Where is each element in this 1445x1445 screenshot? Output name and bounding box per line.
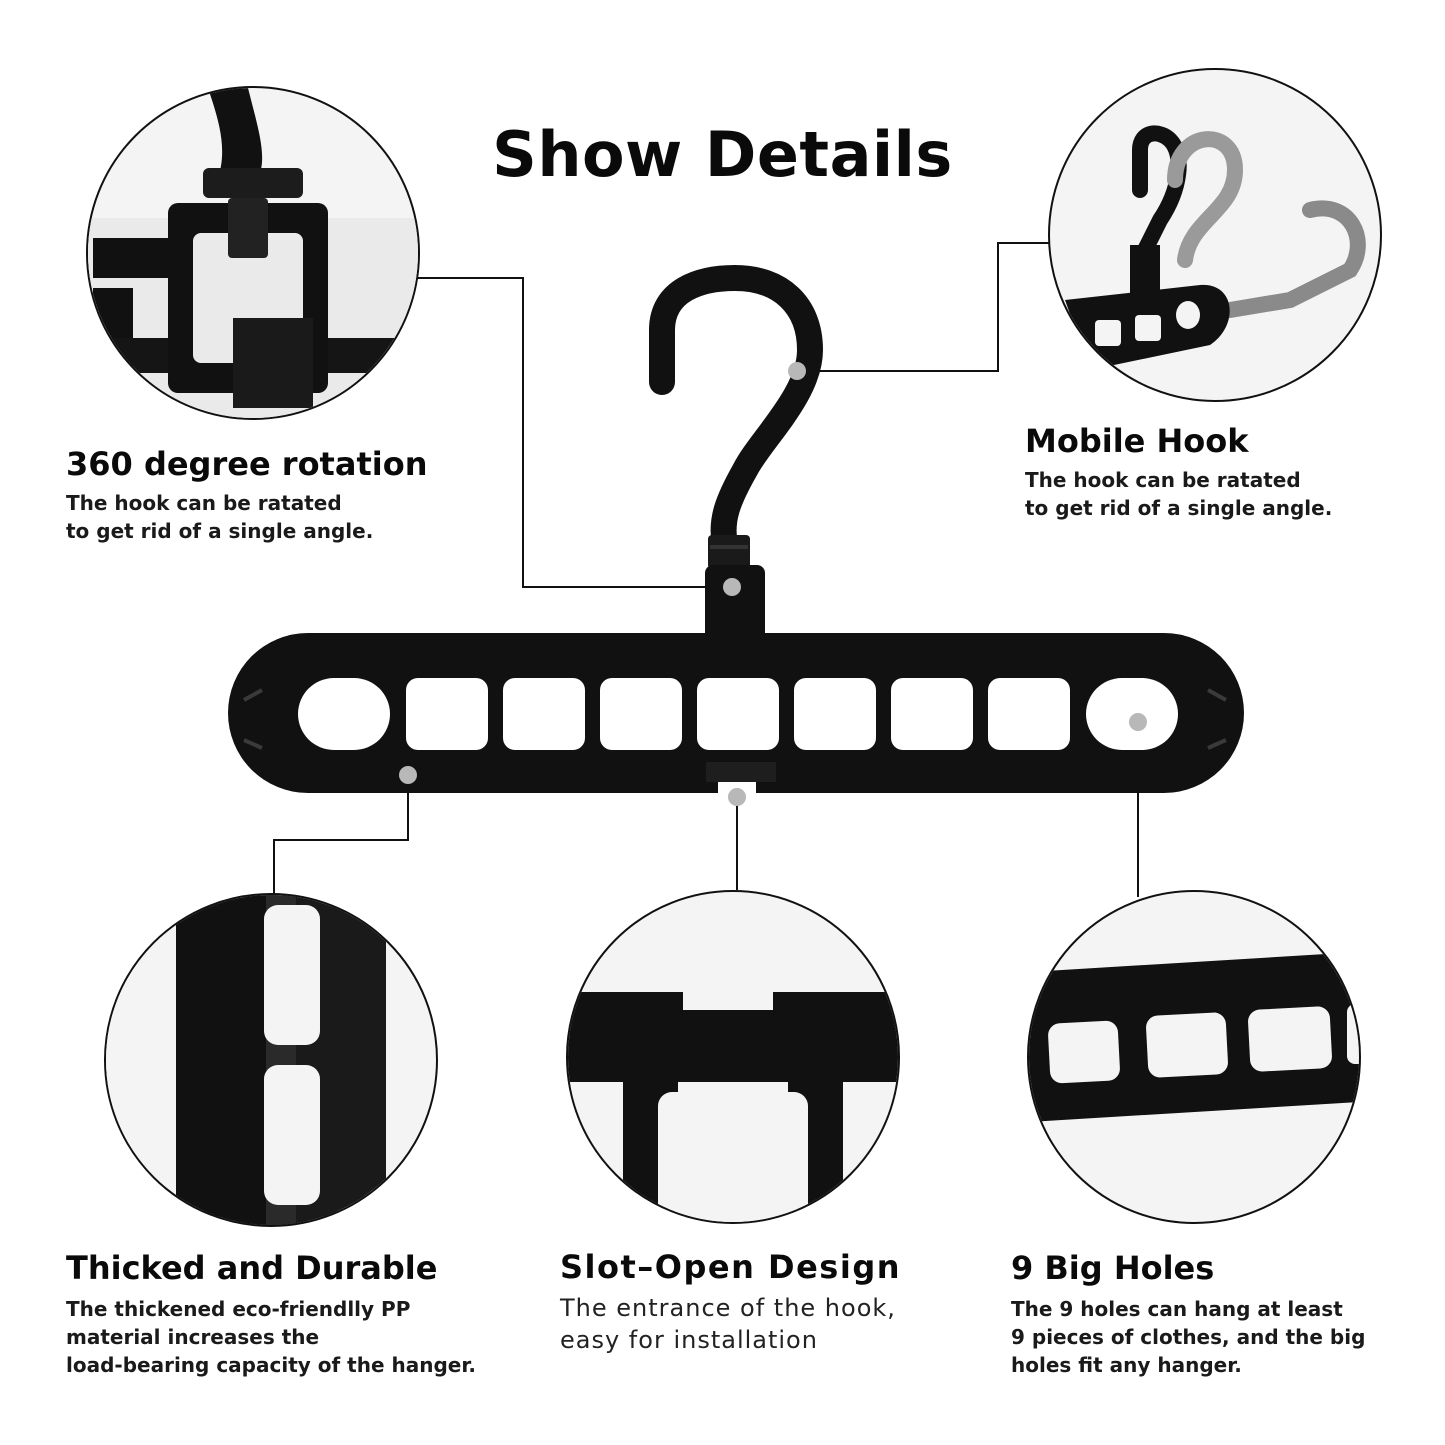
feature-rotation: 360 degree rotation The hook can be rata… (66, 445, 427, 545)
thick-frame-icon (106, 895, 386, 1225)
connector-durable-horizontal (273, 839, 409, 841)
connector-durable (407, 775, 409, 841)
connector-mobile-hook-horizontal (797, 370, 999, 372)
connector-holes (1137, 722, 1139, 897)
feature-rotation-line-2: to get rid of a single angle. (66, 519, 374, 543)
swivel-joint-icon (88, 88, 418, 418)
swivel-collar (708, 535, 750, 569)
feature-holes-line-1: The 9 holes can hang at least (1011, 1297, 1343, 1321)
feature-slot: Slot–Open Design The entrance of the hoo… (560, 1248, 901, 1356)
hanger-hole-1 (298, 678, 390, 750)
hanger-holes-icon (1029, 952, 1359, 1122)
connector-mobile-hook (997, 242, 1052, 244)
hanger-hole-2 (406, 678, 488, 750)
detail-slot-circle (566, 890, 900, 1224)
detail-holes-circle (1027, 890, 1361, 1224)
hanger-hole-7 (891, 678, 973, 750)
callout-dot-durable (399, 766, 417, 784)
feature-durable-desc: The thickened eco-friendlly PP material … (66, 1295, 476, 1379)
feature-mobile-hook-line-2: to get rid of a single angle. (1025, 496, 1333, 520)
feature-durable-line-3: load-bearing capacity of the hanger. (66, 1353, 476, 1377)
feature-durable-title: Thicked and Durable (66, 1249, 438, 1287)
feature-holes-line-2: 9 pieces of clothes, and the big (1011, 1325, 1366, 1349)
connector-rotation-vertical (522, 277, 524, 588)
connector-rotation (418, 277, 524, 279)
feature-slot-line-2: easy for installation (560, 1326, 818, 1354)
feature-mobile-hook-line-1: The hook can be ratated (1025, 468, 1301, 492)
detail-rotation-circle (86, 86, 420, 420)
feature-slot-desc: The entrance of the hook, easy for insta… (560, 1292, 901, 1356)
hook-icon (649, 264, 824, 558)
feature-holes-title: 9 Big Holes (1011, 1249, 1215, 1287)
feature-durable-line-1: The thickened eco-friendlly PP (66, 1297, 411, 1321)
feature-holes: 9 Big Holes The 9 holes can hang at leas… (1011, 1249, 1365, 1379)
page-title: Show Details (492, 118, 953, 191)
feature-mobile-hook: Mobile Hook The hook can be ratated to g… (1025, 422, 1332, 522)
hanger-hole-4 (600, 678, 682, 750)
feature-rotation-desc: The hook can be ratated to get rid of a … (66, 489, 427, 545)
hanger-hole-5 (697, 678, 779, 750)
connector-durable-vertical (273, 839, 275, 894)
feature-mobile-hook-desc: The hook can be ratated to get rid of a … (1025, 466, 1332, 522)
connector-mobile-hook-vertical (997, 242, 999, 372)
hanger-hole-3 (503, 678, 585, 750)
feature-durable-line-2: material increases the (66, 1325, 320, 1349)
feature-rotation-line-1: The hook can be ratated (66, 491, 342, 515)
feature-rotation-title: 360 degree rotation (66, 445, 428, 483)
slot-opening-icon (568, 992, 898, 1222)
feature-slot-line-1: The entrance of the hook, (560, 1294, 896, 1322)
feature-mobile-hook-title: Mobile Hook (1025, 422, 1249, 460)
detail-mobile-hook-circle (1048, 68, 1382, 402)
detail-durable-circle (104, 893, 438, 1227)
hanger-hole-6 (794, 678, 876, 750)
connector-slot (736, 797, 738, 890)
feature-durable: Thicked and Durable The thickened eco-fr… (66, 1249, 476, 1379)
callout-dot-holes (1129, 713, 1147, 731)
rotating-hook-icon (1065, 125, 1366, 370)
callout-dot-mobile-hook (788, 362, 806, 380)
hanger-hole-8 (988, 678, 1070, 750)
callout-dot-slot (728, 788, 746, 806)
callout-dot-rotation (723, 578, 741, 596)
feature-slot-title: Slot–Open Design (560, 1248, 901, 1286)
feature-holes-desc: The 9 holes can hang at least 9 pieces o… (1011, 1295, 1365, 1379)
feature-holes-line-3: holes fit any hanger. (1011, 1353, 1242, 1377)
connector-rotation-horizontal (522, 586, 732, 588)
